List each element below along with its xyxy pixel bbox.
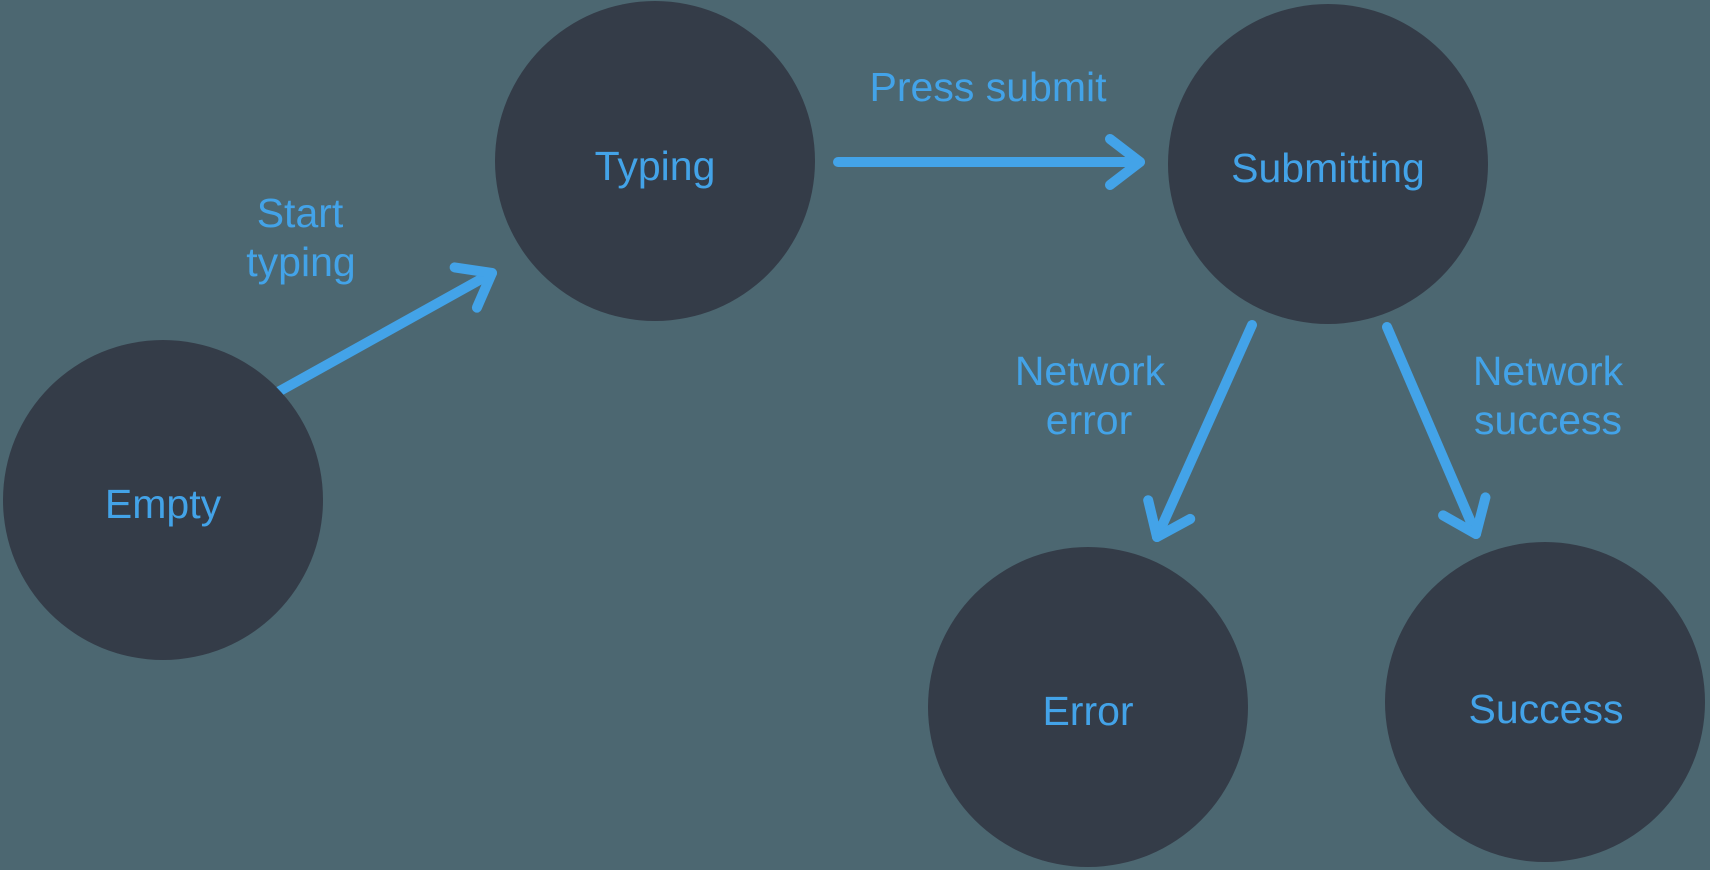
transition-empty-to-typing: Start typing (246, 190, 497, 397)
transition-submitting-to-error: Network error (1015, 320, 1257, 542)
arrowhead-icon (1438, 492, 1491, 539)
state-node-empty: Empty (3, 340, 323, 660)
transition-label-line: Start (257, 190, 344, 236)
transition-label-line: error (1046, 397, 1133, 443)
state-circle (1168, 4, 1488, 324)
state-label: Error (1042, 688, 1133, 734)
transition-label-line: success (1474, 397, 1622, 443)
transition-label-line: typing (246, 239, 355, 285)
state-node-success: Success (1385, 542, 1705, 862)
state-label: Typing (595, 143, 716, 189)
state-node-error: Error (928, 547, 1248, 867)
transition-typing-to-submitting: Press submit (833, 64, 1145, 190)
transition-arrow-shaft (1382, 322, 1481, 539)
transition-label-line: Press submit (870, 64, 1108, 110)
state-label: Empty (105, 481, 222, 527)
state-circle (1385, 542, 1705, 862)
transition-submitting-to-success: Network success (1382, 322, 1624, 539)
state-node-submitting: Submitting (1168, 4, 1488, 324)
transition-arrow-shaft (273, 268, 497, 397)
arrowhead-icon (1143, 495, 1196, 542)
state-label: Submitting (1231, 145, 1425, 191)
transition-arrow-shaft (1152, 320, 1257, 542)
state-node-typing: Typing (495, 1, 815, 321)
transition-label-line: Network (1473, 348, 1624, 394)
state-circle (495, 1, 815, 321)
state-label: Success (1469, 686, 1624, 732)
state-circle (3, 340, 323, 660)
transition-label-line: Network (1015, 348, 1166, 394)
state-circle (928, 547, 1248, 867)
arrowhead-icon (449, 262, 497, 313)
arrowhead-icon (1105, 134, 1145, 190)
